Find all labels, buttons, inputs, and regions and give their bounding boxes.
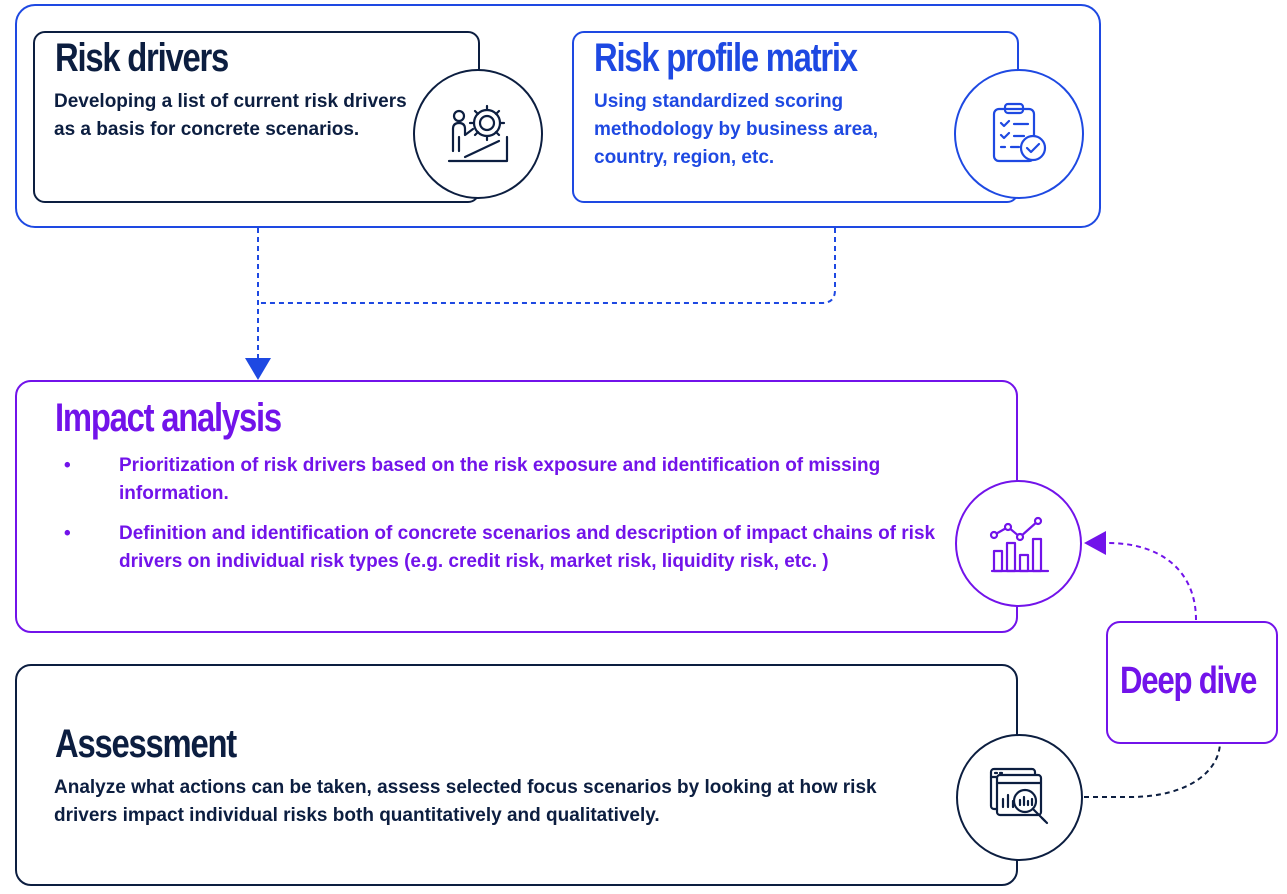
impact-analysis-box — [15, 380, 1018, 633]
risk-profile-matrix-icon-circle — [954, 69, 1084, 199]
screen-magnifier-icon — [989, 767, 1048, 824]
deep-dive-box — [1106, 621, 1278, 744]
assessment-title: Assessment — [55, 722, 237, 766]
risk-profile-matrix-title: Risk profile matrix — [594, 36, 858, 80]
connector-from-risk-profile-matrix — [258, 228, 836, 304]
bullet-text: Prioritization of risk drivers based on … — [119, 455, 881, 504]
assessment-description: Analyze what actions can be taken, asses… — [54, 777, 877, 826]
bullet-dot: • — [64, 455, 71, 476]
risk-drivers-card — [33, 31, 480, 203]
risk-profile-matrix-description: Using standardized scoring methodology b… — [594, 91, 879, 168]
risk-drivers-icon-circle — [413, 69, 543, 199]
list-item: • Prioritization of risk drivers based o… — [64, 452, 954, 508]
connector-assessment-to-deep-dive — [1084, 741, 1221, 798]
risk-drivers-title: Risk drivers — [55, 36, 229, 80]
impact-analysis-bullets: • Prioritization of risk drivers based o… — [64, 452, 954, 588]
bar-chart-trend-icon — [989, 516, 1049, 572]
top-panel — [15, 4, 1101, 228]
bullet-dot: • — [64, 523, 71, 544]
impact-analysis-title: Impact analysis — [55, 396, 282, 440]
assessment-icon-circle — [956, 734, 1083, 861]
connector-deep-dive-to-impact — [1107, 542, 1197, 621]
bullet-text: Definition and identification of concret… — [119, 523, 936, 572]
impact-analysis-icon-circle — [955, 480, 1082, 607]
arrow-to-impact-analysis — [245, 358, 271, 380]
risk-profile-matrix-card — [572, 31, 1019, 203]
arrow-to-impact-icon — [1084, 531, 1106, 555]
deep-dive-label: Deep dive — [1120, 660, 1257, 702]
risk-drivers-description: Developing a list of current risk driver… — [54, 91, 407, 140]
assessment-box — [15, 664, 1018, 886]
list-item: • Definition and identification of concr… — [64, 520, 954, 576]
person-gear-icon — [447, 104, 509, 163]
clipboard-check-icon — [992, 102, 1047, 163]
